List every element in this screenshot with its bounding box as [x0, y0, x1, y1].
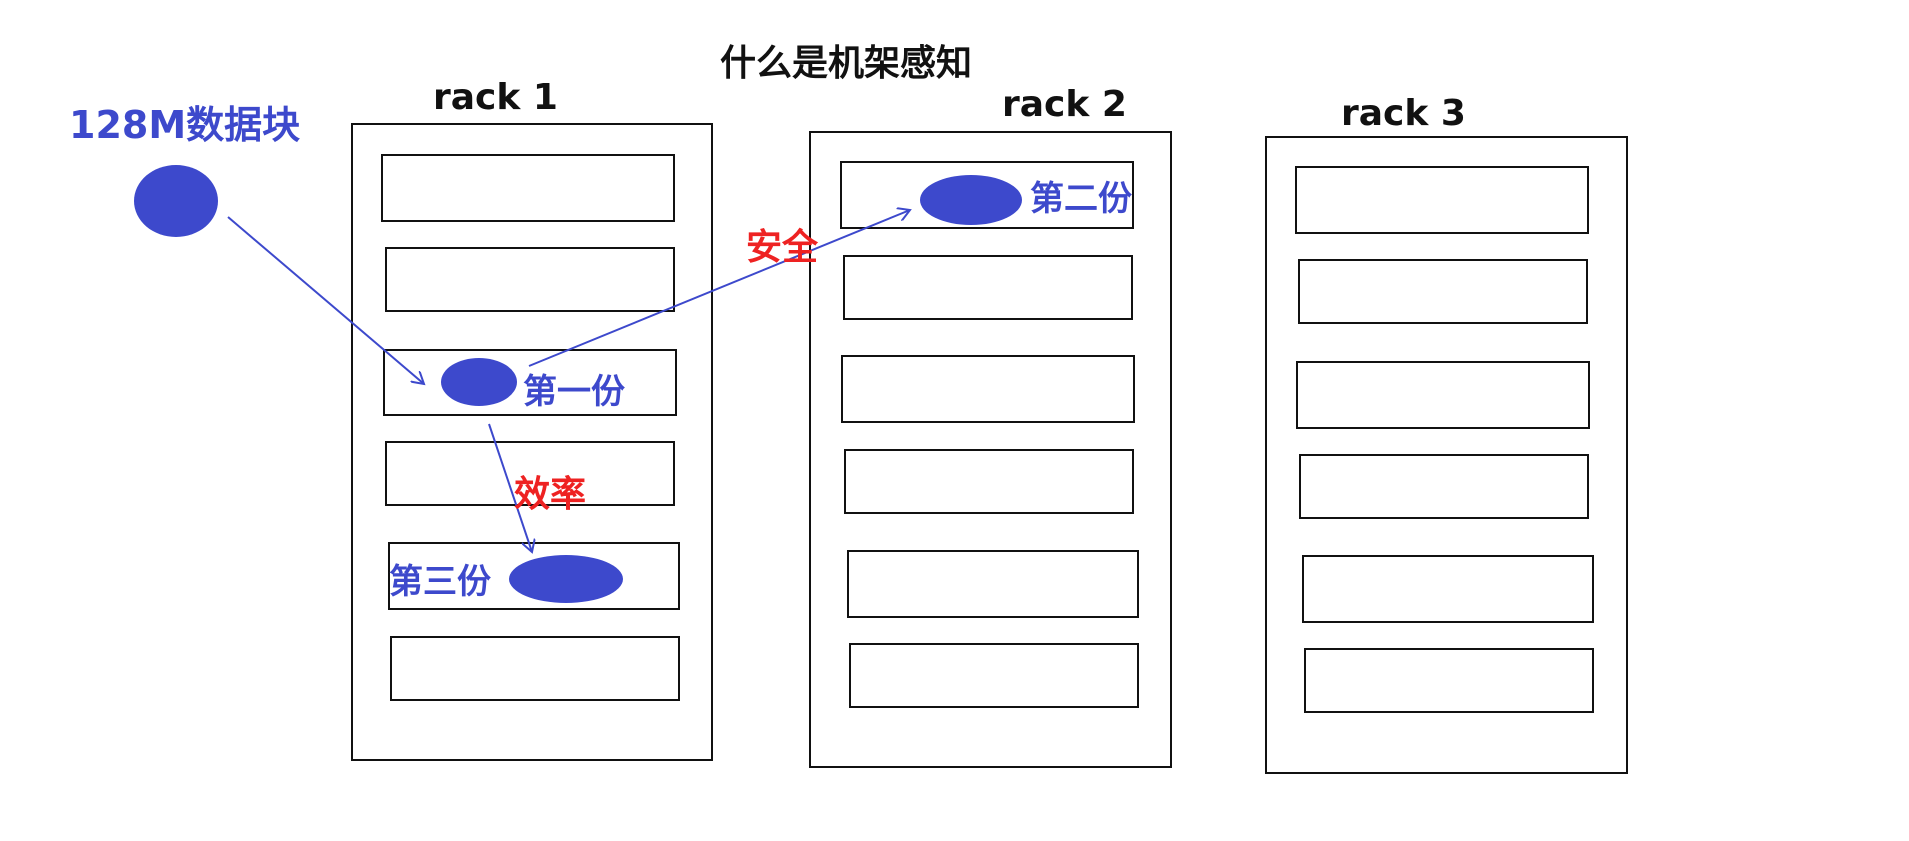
- replica-1-label: 第一份: [523, 372, 625, 412]
- replica-2-label: 第二份: [1030, 179, 1132, 219]
- replica-3-label: 第三份: [389, 562, 491, 602]
- replica-2-block: [920, 175, 1022, 225]
- rack-3-slot-3: [1296, 361, 1590, 429]
- rack-1-slot-3: [383, 349, 677, 416]
- rack-1-frame: [351, 123, 713, 761]
- rack-2: [809, 131, 1172, 768]
- data-block-label: 128M数据块: [69, 103, 301, 147]
- rack-1-slot-4: [385, 441, 675, 506]
- rack-1-slot-2: [385, 247, 675, 312]
- rack-3-slot-5: [1302, 555, 1594, 623]
- arrow-to-replica-1: [227, 216, 424, 384]
- rack-1: [351, 123, 713, 761]
- arrow-to-replica-2: [528, 210, 910, 367]
- safety-annotation: 安全: [746, 227, 819, 268]
- rack-2-slot-3: [841, 355, 1135, 423]
- rack-2-frame: [809, 131, 1172, 768]
- rack-2-slot-2: [843, 255, 1133, 320]
- rack-1-slot-1: [381, 154, 675, 222]
- replica-1-block: [441, 358, 517, 406]
- rack-3: [1265, 136, 1628, 774]
- rack-3-slot-2: [1298, 259, 1588, 324]
- data-block-source: [134, 165, 218, 237]
- rack-2-slot-4: [844, 449, 1134, 514]
- rack-3-title: rack 3: [1341, 93, 1466, 134]
- arrow-to-replica-3: [488, 423, 532, 552]
- rack-3-slot-1: [1295, 166, 1589, 234]
- rack-2-title: rack 2: [1002, 84, 1127, 125]
- replica-3-block: [509, 555, 623, 603]
- rack-3-slot-4: [1299, 454, 1589, 519]
- rack-1-slot-6: [390, 636, 680, 701]
- rack-2-slot-6: [849, 643, 1139, 708]
- efficiency-annotation: 效率: [514, 474, 587, 515]
- rack-2-slot-5: [847, 550, 1139, 618]
- rack-2-slot-1: [840, 161, 1134, 229]
- diagram-title: 什么是机架感知: [720, 43, 973, 84]
- rack-1-title: rack 1: [433, 77, 558, 118]
- rack-3-frame: [1265, 136, 1628, 774]
- rack-3-slot-6: [1304, 648, 1594, 713]
